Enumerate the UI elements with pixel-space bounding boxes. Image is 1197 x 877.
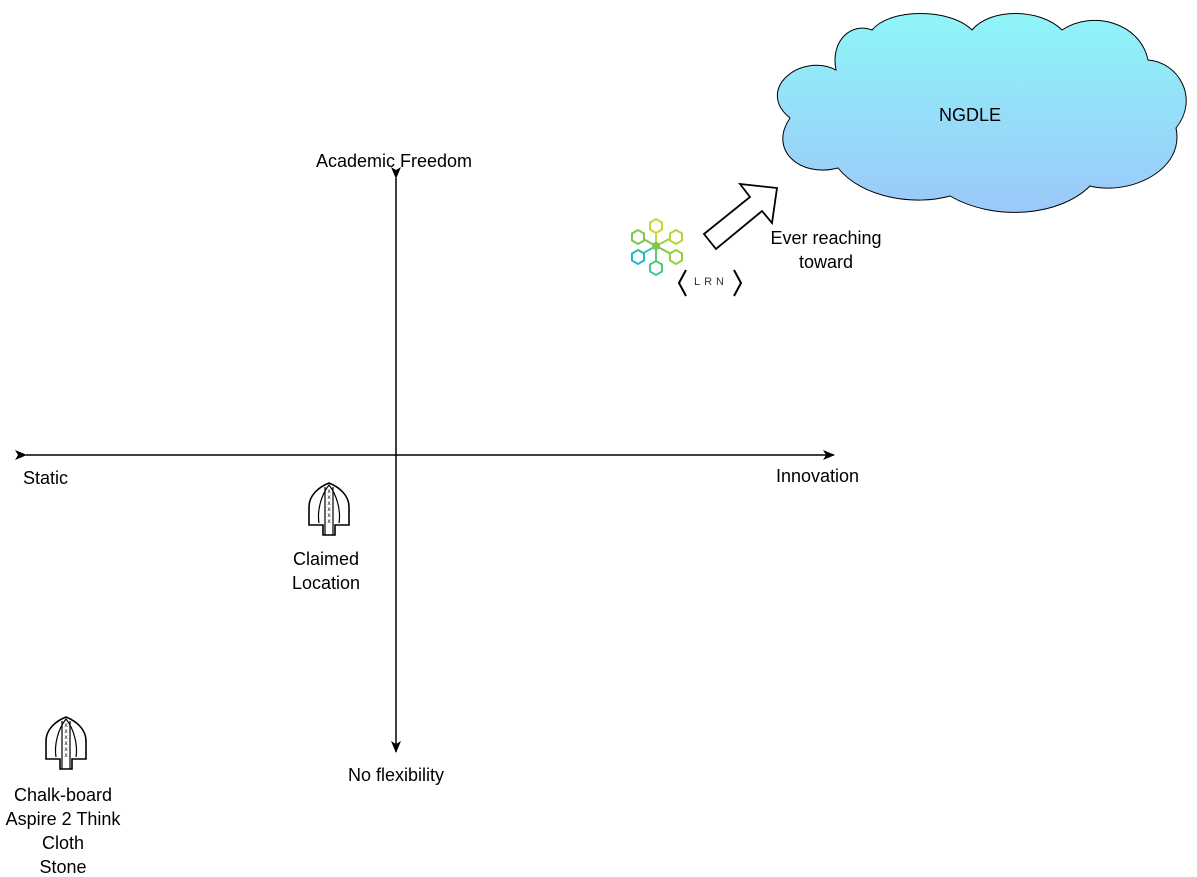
marker-label-claimed: Claimed Location: [292, 547, 360, 595]
svg-text:x: x: [327, 494, 331, 501]
lrn-bracket-icon: [677, 269, 743, 297]
marker-label-line: Aspire 2 Think: [5, 809, 121, 829]
marker-label-line: Claimed: [292, 549, 360, 569]
svg-text:x: x: [64, 746, 68, 753]
reach-arrow: [702, 182, 779, 251]
svg-text:x: x: [64, 734, 68, 741]
arrow-note: Ever reaching toward: [770, 226, 881, 274]
axis-label-left: Static: [23, 468, 69, 488]
svg-text:x: x: [327, 518, 331, 525]
marker-label-line: Location: [291, 573, 361, 593]
arrow-note-line: Ever reaching: [770, 228, 882, 248]
lrn-wordmark: LRN: [694, 276, 729, 288]
marker-label-line: Stone: [39, 857, 87, 877]
svg-text:x: x: [64, 740, 68, 747]
mitre-icon: x x x x x x: [308, 482, 350, 536]
cloud-label: NGDLE: [938, 105, 1002, 125]
svg-text:x: x: [327, 488, 331, 495]
lrn-network-icon: [631, 217, 683, 277]
svg-text:x: x: [64, 722, 68, 729]
axis-label-top: Academic Freedom: [315, 151, 473, 171]
marker-label-line: Chalk-board: [13, 785, 113, 805]
axis-label-bottom: No flexibility: [347, 765, 445, 785]
ngdle-cloud: [776, 13, 1187, 213]
marker-label-line: Cloth: [41, 833, 85, 853]
svg-text:x: x: [327, 506, 331, 513]
marker-label-chalkboard: Chalk-board Aspire 2 Think Cloth Stone: [6, 783, 121, 877]
axis-label-right: Innovation: [776, 466, 860, 486]
svg-text:x: x: [64, 752, 68, 759]
svg-text:x: x: [327, 512, 331, 519]
arrow-note-line: toward: [798, 252, 854, 272]
svg-text:x: x: [64, 728, 68, 735]
svg-text:x: x: [327, 500, 331, 507]
mitre-icon: x x x x x x: [45, 716, 87, 770]
